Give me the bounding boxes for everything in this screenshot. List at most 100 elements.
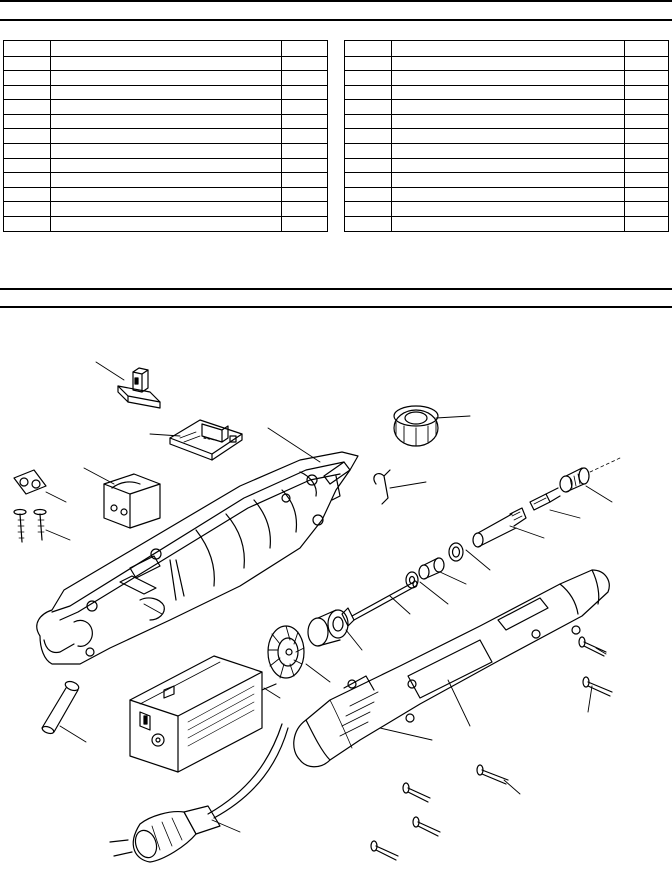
shaft-icon [341,580,418,627]
part-description-cell [50,113,282,130]
part-qty-cell [281,201,328,218]
table-row [344,128,669,145]
power-plug-icon [109,723,289,863]
part-qty-cell [624,99,669,115]
part-number-cell [344,172,392,188]
part-qty-cell [281,128,328,145]
table-row [344,84,669,101]
table-row [3,84,328,101]
part-number-cell [3,172,51,188]
table-row [3,186,328,203]
section-rule-top [0,288,672,290]
part-qty-cell [281,143,328,159]
table-row [344,186,669,203]
table-row [3,113,328,130]
part-qty-cell [624,172,669,188]
part-number-cell [344,201,392,218]
fan-icon [267,625,305,679]
part-description-cell [50,84,282,101]
part-description-cell [391,201,625,218]
part-qty-cell [281,70,328,86]
table-row [344,201,669,218]
leader-lines [45,361,613,833]
table-row [3,216,328,232]
part-number-cell [3,157,51,174]
table-row [344,113,669,130]
cable-sleeve-icon [41,680,80,735]
housing-screws-icon [13,469,47,543]
bushing-icon [418,557,445,580]
part-number-cell [344,55,392,72]
part-number-cell [344,84,392,101]
part-qty-cell [281,172,328,188]
table-row [3,55,328,72]
table-row [344,157,669,174]
switch-cover-icon [103,473,161,529]
table-row [3,143,328,159]
part-description-cell [50,70,282,86]
housing-half-right-icon [293,569,610,768]
part-description-cell [50,143,282,159]
part-qty-cell [281,55,328,72]
part-qty-cell [624,84,669,101]
table-row [3,201,328,218]
exploded-view-diagram [13,361,621,863]
header-rule-top [0,0,672,2]
part-number-cell [3,84,51,101]
part-number-cell [3,40,51,57]
part-number-cell [3,201,51,218]
part-description-cell [391,40,625,57]
part-description-cell [391,99,625,115]
spindle-icon [472,507,527,548]
part-number-cell [3,128,51,145]
collet-nut-icon [559,457,621,493]
part-qty-cell [281,113,328,130]
part-qty-cell [624,157,669,174]
parts-table-right [344,40,669,232]
table-row [3,70,328,86]
table-row [344,55,669,72]
part-number-cell [344,216,392,232]
part-description-cell [50,186,282,203]
screw-icon [370,636,613,861]
part-qty-cell [281,186,328,203]
part-description-cell [391,84,625,101]
part-number-cell [344,143,392,159]
part-number-cell [3,186,51,203]
table-row [344,143,669,159]
part-number-cell [344,99,392,115]
part-qty-cell [281,99,328,115]
switch-slider-icon [117,367,161,409]
table-row [344,40,669,57]
table-row [344,70,669,86]
part-description-cell [50,128,282,145]
part-qty-cell [624,113,669,130]
part-description-cell [50,157,282,174]
part-qty-cell [281,40,328,57]
housing-half-left-icon [36,451,359,665]
part-number-cell [344,186,392,203]
part-qty-cell [624,70,669,86]
table-row [3,172,328,188]
part-description-cell [391,113,625,130]
part-qty-cell [624,201,669,218]
table-row [3,40,328,57]
part-qty-cell [624,128,669,145]
part-number-cell [3,99,51,115]
part-description-cell [50,201,282,218]
part-description-cell [391,128,625,145]
bearing-holder-icon [307,609,349,647]
table-row [3,157,328,174]
part-description-cell [391,186,625,203]
part-number-cell [344,40,392,57]
ring-icon [448,542,464,562]
part-description-cell [50,172,282,188]
part-number-cell [3,113,51,130]
part-number-cell [3,55,51,72]
part-qty-cell [281,216,328,232]
part-description-cell [391,55,625,72]
part-number-cell [344,70,392,86]
part-number-cell [3,143,51,159]
part-description-cell [391,216,625,232]
part-description-cell [391,143,625,159]
